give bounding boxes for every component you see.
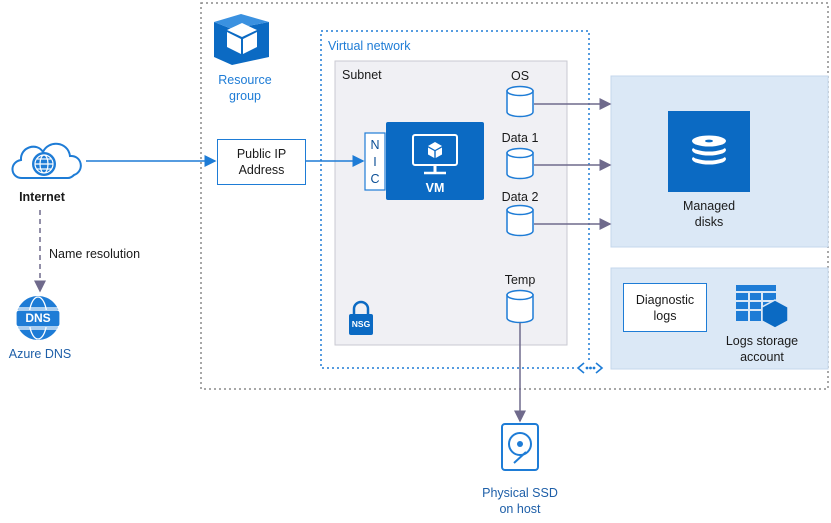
logs-storage-label: Logs storage account bbox=[712, 333, 812, 365]
nic-box bbox=[364, 132, 386, 191]
public-ip-box: Public IP Address bbox=[217, 139, 306, 185]
managed-disks-line2: disks bbox=[694, 215, 724, 229]
managed-disks-line1: Managed bbox=[682, 199, 736, 213]
internet-cloud-icon bbox=[11, 142, 82, 179]
physical-ssd-line2: on host bbox=[499, 502, 541, 516]
physical-ssd-icon bbox=[501, 423, 539, 471]
nic-letter-i: I bbox=[373, 155, 377, 169]
physical-ssd-label: Physical SSD on host bbox=[470, 485, 570, 517]
subnet-label: Subnet bbox=[342, 68, 382, 82]
diagnostic-logs-box: Diagnostic logs bbox=[623, 283, 707, 332]
diagnostic-logs-line1: Diagnostic bbox=[635, 292, 695, 307]
vm-box bbox=[386, 122, 484, 200]
data1-disk-icon bbox=[506, 147, 534, 180]
azure-dns-icon bbox=[15, 296, 61, 340]
vm-monitor-icon bbox=[412, 134, 458, 175]
nic-letter-n: N bbox=[370, 138, 380, 152]
nsg-lock-icon bbox=[349, 300, 373, 335]
public-ip-line1: Public IP bbox=[236, 147, 287, 161]
vm-label: VM bbox=[425, 181, 445, 195]
resource-group-line2: group bbox=[229, 89, 261, 103]
temp-disk-icon bbox=[506, 289, 534, 324]
azure-dns-label: Azure DNS bbox=[8, 347, 72, 361]
nic-label: N I C bbox=[365, 137, 385, 188]
nsg-label: NSG bbox=[351, 319, 371, 329]
public-ip-line2: Address bbox=[238, 163, 285, 177]
resource-group-label: Resource group bbox=[205, 72, 285, 104]
data2-disk-label: Data 2 bbox=[501, 190, 539, 204]
logs-storage-line2: account bbox=[740, 350, 784, 364]
data2-disk-icon bbox=[506, 204, 534, 237]
virtual-network-boundary bbox=[320, 30, 590, 369]
nic-letter-c: C bbox=[370, 172, 380, 186]
physical-ssd-line1: Physical SSD bbox=[482, 486, 558, 500]
diagnostic-logs-line2: logs bbox=[653, 308, 677, 323]
resource-group-icon bbox=[214, 14, 269, 65]
logs-storage-line1: Logs storage bbox=[725, 334, 799, 348]
managed-disks-icon bbox=[668, 111, 750, 192]
internet-label: Internet bbox=[19, 190, 65, 204]
dns-icon-text: DNS bbox=[25, 311, 51, 325]
storage-account-icon bbox=[736, 285, 789, 329]
name-resolution-label: Name resolution bbox=[49, 247, 141, 261]
resource-group-line1: Resource bbox=[218, 73, 272, 87]
virtual-network-label: Virtual network bbox=[328, 39, 411, 53]
os-disk-label: OS bbox=[510, 69, 530, 83]
managed-disks-label: Managed disks bbox=[659, 198, 759, 230]
vnet-peering-icon bbox=[576, 361, 604, 375]
data1-disk-label: Data 1 bbox=[501, 131, 539, 145]
temp-disk-label: Temp bbox=[504, 273, 536, 287]
os-disk-icon bbox=[506, 85, 534, 118]
